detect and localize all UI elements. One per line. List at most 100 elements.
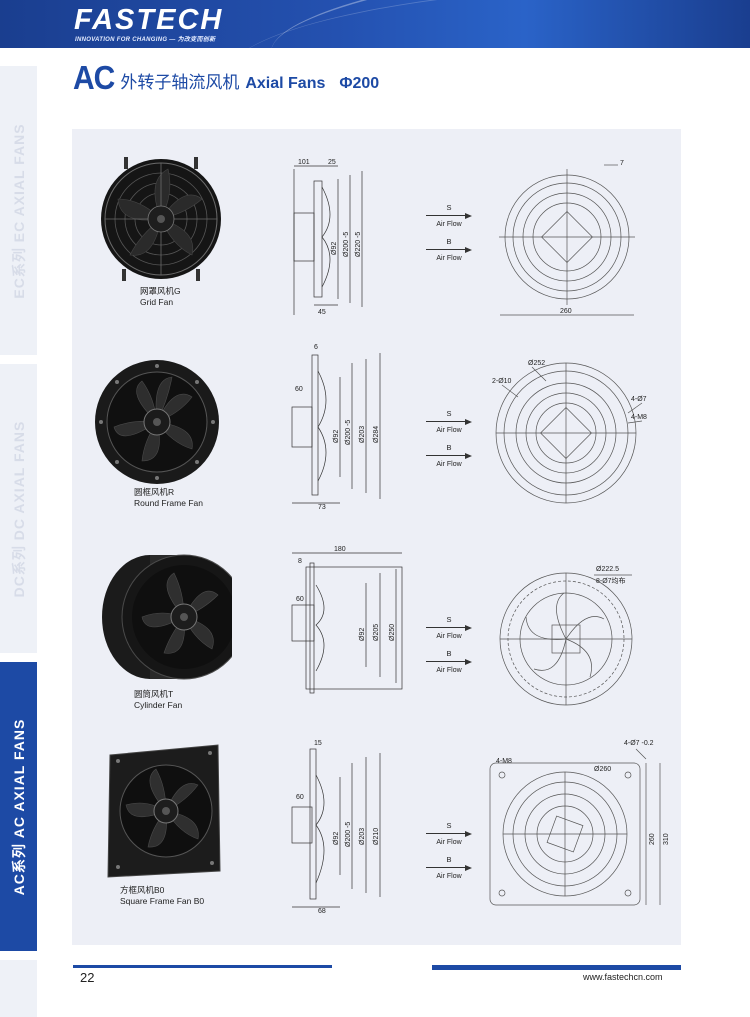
cylinder-fan-dim: 60 bbox=[296, 596, 304, 603]
round-frame-fan-caption-en: Round Frame Fan bbox=[134, 498, 203, 508]
round-frame-fan-dim: Ø200 -5 bbox=[345, 420, 352, 445]
page-header: FASTECH INNOVATION FOR CHANGING — 为改变而创新 bbox=[0, 0, 750, 48]
round-frame-fan-caption: 圆框风机R Round Frame Fan bbox=[134, 487, 203, 509]
square-frame-fan-dim: 4-Ø7 -0.2 bbox=[624, 740, 654, 747]
round-frame-fan-dim: 2-Ø10 bbox=[492, 378, 512, 385]
round-frame-fan-dim: 4-Ø7 bbox=[631, 396, 647, 403]
grid-fan-front-drawing: 7 260 bbox=[499, 160, 635, 316]
arrow-right-icon bbox=[426, 865, 472, 871]
footer-rule-left bbox=[73, 965, 332, 968]
square-frame-fan-dim: Ø200 -5 bbox=[345, 822, 352, 847]
arrow-right-icon bbox=[426, 247, 472, 253]
cylinder-fan-dim: Ø222.5 bbox=[596, 566, 619, 573]
cylinder-fan-caption-cn: 圆筒风机T bbox=[134, 689, 174, 699]
airflow-text: Air Flow bbox=[436, 839, 462, 846]
round-frame-fan-airflow: S Air Flow B Air Flow bbox=[426, 409, 472, 477]
fan-row-cylinder: 圆筒风机T Cylinder Fan 180 8 60 Ø92 Ø205 Ø25… bbox=[72, 543, 681, 723]
cylinder-fan-dim: 180 bbox=[334, 546, 346, 553]
side-tab-dc-label: DC系列 DC AXIAL FANS bbox=[10, 420, 27, 597]
square-frame-fan-dim: 260 bbox=[649, 833, 656, 845]
grid-fan-dim: Ø92 bbox=[331, 242, 338, 255]
airflow-b-label: B bbox=[446, 855, 452, 864]
airflow-text: Air Flow bbox=[436, 427, 462, 434]
grid-fan-dim: Ø200 -5 bbox=[343, 232, 350, 257]
square-frame-fan-side-drawing: 15 60 Ø92 Ø200 -5 Ø203 Ø210 68 bbox=[291, 740, 381, 913]
grid-fan-caption-en: Grid Fan bbox=[140, 297, 174, 307]
airflow-text: Air Flow bbox=[436, 667, 462, 674]
round-frame-fan-front-drawing: Ø252 2-Ø10 4-Ø7 4-M8 bbox=[492, 360, 647, 504]
grid-fan-caption: 网罩风机G Grid Fan bbox=[140, 286, 181, 308]
round-frame-fan-photo bbox=[95, 360, 219, 484]
round-frame-fan-dim: 60 bbox=[295, 386, 303, 393]
arrow-right-icon bbox=[426, 213, 472, 219]
round-frame-fan-dim: Ø92 bbox=[333, 430, 340, 443]
grid-fan-side-drawing: 101 25 Ø92 Ø200 -5 Ø220 -5 45 bbox=[293, 159, 363, 316]
airflow-b-label: B bbox=[446, 649, 452, 658]
grid-fan-dim: Ø220 -5 bbox=[355, 232, 362, 257]
round-frame-fan-side-drawing: 6 60 Ø92 Ø200 -5 Ø203 Ø284 73 bbox=[291, 344, 381, 509]
cylinder-fan-caption-en: Cylinder Fan bbox=[134, 700, 183, 710]
airflow-text: Air Flow bbox=[436, 221, 462, 228]
square-frame-fan-dim: 60 bbox=[296, 794, 304, 801]
cylinder-fan-dim: Ø205 bbox=[373, 624, 380, 641]
side-tab-next[interactable] bbox=[0, 960, 37, 1017]
cylinder-fan-caption: 圆筒风机T Cylinder Fan bbox=[134, 689, 182, 711]
square-frame-fan-airflow: S Air Flow B Air Flow bbox=[426, 821, 472, 889]
square-frame-fan-dim: Ø92 bbox=[333, 832, 340, 845]
round-frame-fan-dim: 73 bbox=[318, 504, 326, 509]
fan-row-grid: 网罩风机G Grid Fan 101 25 Ø92 Ø200 -5 Ø220 -… bbox=[72, 149, 681, 329]
arrow-right-icon bbox=[426, 453, 472, 459]
website-link[interactable]: www.fastechcn.com bbox=[583, 972, 663, 982]
fan-row-round-frame: 圆框风机R Round Frame Fan 6 60 Ø92 Ø200 -5 Ø… bbox=[72, 341, 681, 521]
side-tab-ac[interactable]: AC系列 AC AXIAL FANS bbox=[0, 662, 37, 951]
square-frame-fan-dim: Ø210 bbox=[373, 828, 380, 845]
cylinder-fan-airflow: S Air Flow B Air Flow bbox=[426, 615, 472, 683]
cylinder-fan-side-drawing: 180 8 60 Ø92 Ø205 Ø250 bbox=[291, 546, 403, 694]
round-frame-fan-dim: Ø252 bbox=[528, 360, 545, 367]
page-number: 22 bbox=[80, 970, 95, 985]
grid-fan-dim: 260 bbox=[560, 308, 572, 315]
round-frame-fan-dim: 4-M8 bbox=[631, 414, 647, 421]
square-frame-fan-front-drawing: 4-Ø7 -0.2 4-M8 Ø260 260 310 bbox=[489, 740, 670, 906]
airflow-s-label: S bbox=[446, 409, 452, 418]
square-frame-fan-photo bbox=[107, 744, 221, 878]
grid-fan-photo bbox=[101, 157, 221, 281]
cylinder-fan-dim: 8-Ø7均布 bbox=[596, 576, 626, 585]
grid-fan-dim: 45 bbox=[318, 309, 326, 316]
side-tab-ac-label: AC系列 AC AXIAL FANS bbox=[10, 718, 27, 895]
round-frame-fan-caption-cn: 圆框风机R bbox=[134, 487, 175, 497]
arrow-right-icon bbox=[426, 625, 472, 631]
side-tab-ec-label: EC系列 EC AXIAL FANS bbox=[10, 122, 27, 299]
cylinder-fan-dim: Ø92 bbox=[359, 628, 366, 641]
fan-row-square-frame: 方框风机B0 Square Frame Fan B0 15 60 Ø92 Ø20… bbox=[72, 735, 681, 935]
arrow-right-icon bbox=[426, 659, 472, 665]
airflow-text: Air Flow bbox=[436, 461, 462, 468]
side-tab-dc[interactable]: DC系列 DC AXIAL FANS bbox=[0, 364, 37, 653]
square-frame-fan-dim: 15 bbox=[314, 740, 322, 747]
title-diameter: Φ200 bbox=[339, 75, 380, 92]
airflow-text: Air Flow bbox=[436, 255, 462, 262]
square-frame-fan-caption-en: Square Frame Fan B0 bbox=[120, 896, 205, 906]
cylinder-fan-dim: Ø250 bbox=[389, 624, 396, 641]
grid-fan-caption-cn: 网罩风机G bbox=[140, 286, 181, 296]
cylinder-fan-dim: 8 bbox=[298, 558, 302, 565]
round-frame-fan-dim: 6 bbox=[314, 344, 318, 351]
grid-fan-dim: 7 bbox=[620, 160, 624, 167]
side-tab-ec[interactable]: EC系列 EC AXIAL FANS bbox=[0, 66, 37, 355]
page-title: AC 外转子轴流风机 Axial Fans Φ200 bbox=[73, 60, 380, 97]
airflow-b-label: B bbox=[446, 237, 452, 246]
square-frame-fan-dim: 4-M8 bbox=[496, 758, 512, 765]
airflow-text: Air Flow bbox=[436, 873, 462, 880]
airflow-text: Air Flow bbox=[436, 633, 462, 640]
airflow-s-label: S bbox=[446, 203, 452, 212]
title-en: Axial Fans bbox=[245, 75, 326, 92]
round-frame-fan-dim: Ø284 bbox=[373, 426, 380, 443]
cylinder-fan-photo bbox=[102, 554, 232, 680]
title-cn: 外转子轴流风机 bbox=[120, 73, 240, 92]
title-ac: AC bbox=[73, 60, 115, 97]
square-frame-fan-dim: Ø260 bbox=[594, 766, 611, 773]
square-frame-fan-dim: Ø203 bbox=[359, 828, 366, 845]
footer-rule-right bbox=[432, 965, 681, 970]
square-frame-fan-caption-cn: 方框风机B0 bbox=[120, 885, 165, 895]
arrow-right-icon bbox=[426, 831, 472, 837]
